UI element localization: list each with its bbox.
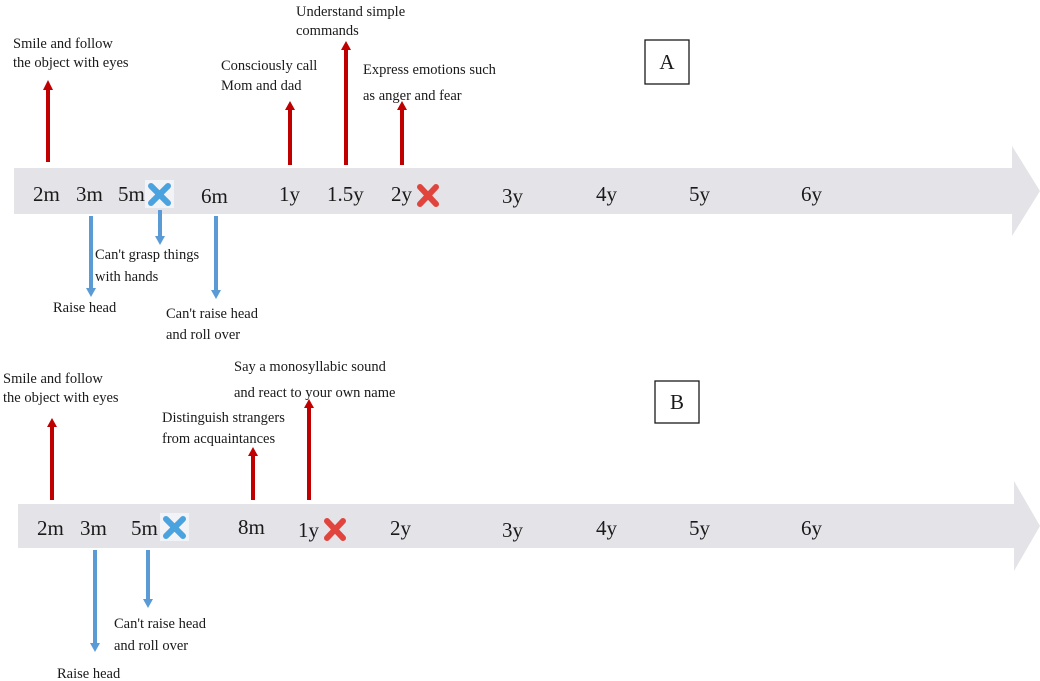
timeline-band-b bbox=[18, 481, 1040, 571]
tick-label: 3m bbox=[76, 182, 103, 206]
milestone-label: Consciously call bbox=[221, 58, 317, 74]
milestone-label: from acquaintances bbox=[162, 431, 275, 447]
milestone-label: as anger and fear bbox=[363, 88, 462, 104]
blue-cross-icon bbox=[160, 513, 189, 541]
tick-label: 5m bbox=[131, 516, 158, 540]
milestone-arrow-down bbox=[90, 550, 100, 652]
milestone-label: Can't raise head bbox=[166, 306, 259, 322]
tick-label: 4y bbox=[596, 516, 618, 540]
panel-label-box-a bbox=[644, 39, 690, 85]
tick-label: 2y bbox=[391, 182, 413, 206]
milestone-label: Distinguish strangers bbox=[162, 410, 285, 426]
milestone-label: and react to your own name bbox=[234, 385, 395, 401]
milestone-arrow-up bbox=[47, 418, 57, 500]
milestone-arrow-up bbox=[43, 80, 53, 162]
tick-label: 1y bbox=[298, 518, 320, 542]
tick-label: 3m bbox=[80, 516, 107, 540]
milestone-arrow-down bbox=[155, 210, 165, 245]
milestone-label: Express emotions such bbox=[363, 62, 497, 78]
tick-label: 2y bbox=[390, 516, 412, 540]
tick-label: 1.5y bbox=[327, 182, 364, 206]
tick-label: 3y bbox=[502, 184, 524, 208]
blue-cross-icon bbox=[145, 180, 174, 208]
milestone-label: the object with eyes bbox=[13, 55, 129, 71]
red-cross-icon bbox=[417, 184, 439, 207]
milestone-label: and roll over bbox=[166, 327, 240, 343]
panel-label-a: A bbox=[659, 50, 675, 74]
tick-label: 6m bbox=[201, 184, 228, 208]
tick-label: 8m bbox=[238, 515, 265, 539]
tick-label: 2m bbox=[37, 516, 64, 540]
milestone-label: Say a monosyllabic sound bbox=[234, 359, 387, 375]
tick-label: 5m bbox=[118, 182, 145, 206]
tick-label: 5y bbox=[689, 516, 711, 540]
tick-label: 4y bbox=[596, 182, 618, 206]
panel-a: A 2m 3m 5m 6m 1y 1.5y 2y 3y 4y 5y 6y bbox=[13, 4, 1040, 343]
milestone-arrow-up bbox=[285, 101, 295, 165]
milestone-arrow-down bbox=[211, 216, 221, 299]
milestone-label: Smile and follow bbox=[3, 371, 103, 387]
tick-label: 3y bbox=[502, 518, 524, 542]
panel-b: B 2m 3m 5m 8m 1y 2y 3y 4y 5y 6y bbox=[3, 359, 1040, 681]
tick-label: 6y bbox=[801, 182, 823, 206]
milestone-label: Mom and dad bbox=[221, 78, 302, 94]
panel-label-b: B bbox=[670, 390, 684, 414]
tick-label: 2m bbox=[33, 182, 60, 206]
milestone-arrow-up bbox=[304, 399, 314, 500]
milestone-arrow-up bbox=[341, 41, 351, 165]
milestone-label: the object with eyes bbox=[3, 390, 119, 406]
milestone-label: Raise head bbox=[57, 666, 121, 681]
milestone-label: Understand simple bbox=[296, 4, 405, 20]
milestone-label: and roll over bbox=[114, 638, 188, 654]
milestone-label: with hands bbox=[95, 269, 159, 285]
milestone-arrow-down bbox=[86, 216, 96, 297]
tick-label: 6y bbox=[801, 516, 823, 540]
milestone-label: Raise head bbox=[53, 300, 117, 316]
milestone-label: Can't grasp things bbox=[95, 247, 199, 263]
timeline-band-a bbox=[14, 146, 1040, 236]
panel-label-box-b bbox=[654, 380, 700, 424]
tick-label: 1y bbox=[279, 182, 301, 206]
milestone-arrow-down bbox=[143, 550, 153, 608]
red-cross-icon bbox=[324, 518, 346, 541]
milestone-label: Can't raise head bbox=[114, 616, 207, 632]
milestone-label: commands bbox=[296, 23, 359, 39]
milestone-arrow-up bbox=[397, 101, 407, 165]
tick-label: 5y bbox=[689, 182, 711, 206]
milestone-arrow-up bbox=[248, 447, 258, 500]
milestone-label: Smile and follow bbox=[13, 36, 113, 52]
